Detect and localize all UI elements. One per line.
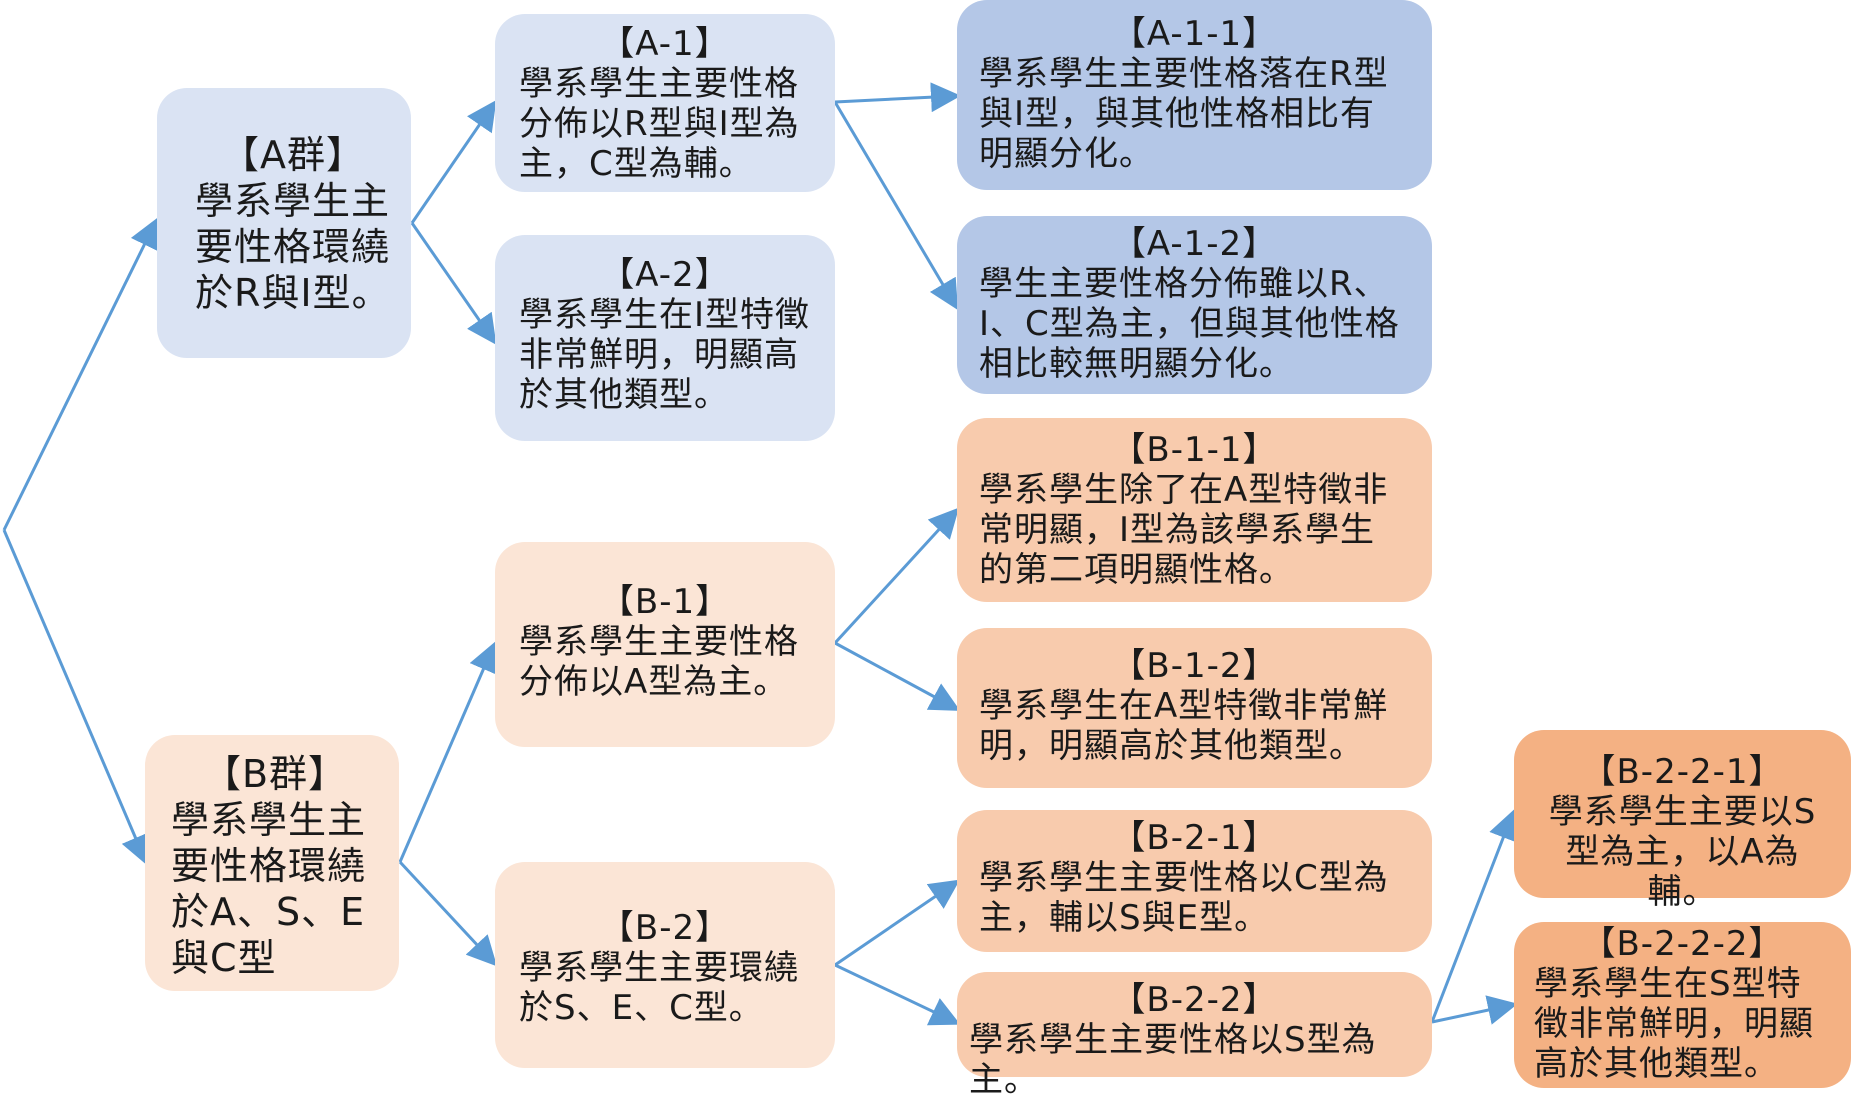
node-b-2-2-2: 【B-2-2-2】 學系學生在S型特徵非常鮮明，明顯高於其他類型。	[1514, 922, 1851, 1088]
node-code: 【A-2】	[600, 255, 730, 295]
node-code: 【B-2-2-1】	[1581, 752, 1784, 792]
node-text: 學系學生主要性格分佈以R型與I型為主，C型為輔。	[519, 64, 800, 184]
node-text: 學系學生在I型特徵非常鮮明，明顯高於其他類型。	[519, 295, 811, 415]
node-a-2: 【A-2】 學系學生在I型特徵非常鮮明，明顯高於其他類型。	[495, 235, 835, 441]
node-code: 【A-1-2】	[1111, 224, 1278, 264]
arrow-root-to-a	[2, 217, 158, 531]
arrow-b1-to-b12	[834, 641, 961, 711]
arrow-a-to-a2	[410, 222, 497, 345]
arrow-b22-to-b222	[1431, 995, 1518, 1025]
node-b-1-1: 【B-1-1】 學系學生除了在A型特徵非常明顯，I型為該學系學生的第二項明顯性格…	[957, 418, 1432, 602]
node-b-2: 【B-2】 學系學生主要環繞於S、E、C型。	[495, 862, 835, 1068]
node-b-group: 【B群】 學系學生主要性格環繞於A、S、E與C型	[145, 735, 399, 991]
node-text: 學系學生主要以S型為主，以A為輔。	[1548, 792, 1817, 912]
node-a-1-2: 【A-1-2】 學生主要性格分佈雖以R、I、C型為主，但與其他性格相比較無明顯分…	[957, 216, 1432, 394]
node-text: 學系學生在S型特徵非常鮮明，明顯高於其他類型。	[1534, 964, 1814, 1084]
node-b-1: 【B-1】 學系學生主要性格分佈以A型為主。	[495, 542, 835, 747]
node-text: 學生主要性格分佈雖以R、I、C型為主，但與其他性格相比較無明顯分化。	[979, 264, 1400, 384]
node-text: 學系學生主要性格環繞於R與I型。	[195, 179, 391, 315]
node-a-1-1: 【A-1-1】 學系學生主要性格落在R型與I型，與其他性格相比有明顯分化。	[957, 0, 1432, 190]
arrow-root-to-b	[2, 529, 150, 866]
node-a-1: 【A-1】 學系學生主要性格分佈以R型與I型為主，C型為輔。	[495, 14, 835, 192]
node-b-2-2-1: 【B-2-2-1】 學系學生主要以S型為主，以A為輔。	[1514, 730, 1851, 912]
node-code: 【B-2-2】	[1111, 980, 1278, 1020]
node-text: 學系學生主要性格落在R型與I型，與其他性格相比有明顯分化。	[979, 54, 1389, 174]
node-text: 學系學生主要環繞於S、E、C型。	[519, 948, 799, 1028]
node-code: 【B-1】	[599, 582, 731, 622]
arrow-b22-to-b221	[1430, 809, 1518, 1023]
arrow-a-to-a1	[410, 100, 497, 224]
arrow-b1-to-b11	[833, 507, 960, 645]
node-code: 【A-1】	[600, 24, 730, 64]
node-code: 【A群】	[221, 133, 365, 177]
node-code: 【B-1-1】	[1111, 430, 1278, 470]
node-text: 學系學生主要性格環繞於A、S、E與C型	[171, 798, 367, 980]
node-b-1-2: 【B-1-2】 學系學生在A型特徵非常鮮明，明顯高於其他類型。	[957, 628, 1432, 788]
arrow-b-to-b1	[398, 641, 498, 863]
node-text: 學系學生主要性格以C型為主，輔以S與E型。	[979, 858, 1389, 938]
node-a-group: 【A群】 學系學生主要性格環繞於R與I型。	[157, 88, 411, 358]
node-b-2-2: 【B-2-2】 學系學生主要性格以S型為主。	[957, 972, 1432, 1100]
node-code: 【B-2-2-2】	[1581, 924, 1784, 964]
node-code: 【B群】	[202, 752, 348, 796]
node-text: 學系學生主要性格以S型為主。	[969, 1020, 1377, 1100]
node-b-2-1: 【B-2-1】 學系學生主要性格以C型為主，輔以S與E型。	[957, 810, 1432, 952]
arrow-a1-to-a12	[833, 101, 959, 311]
node-code: 【A-1-1】	[1111, 14, 1278, 54]
arrow-a1-to-a11	[834, 82, 961, 113]
node-text: 學系學生在A型特徵非常鮮明，明顯高於其他類型。	[979, 686, 1389, 766]
node-text: 學系學生主要性格分佈以A型為主。	[519, 622, 799, 702]
node-code: 【B-2】	[599, 908, 731, 948]
node-code: 【B-2-1】	[1111, 818, 1278, 858]
node-text: 學系學生除了在A型特徵非常明顯，I型為該學系學生的第二項明顯性格。	[979, 470, 1389, 590]
node-code: 【B-1-2】	[1111, 646, 1278, 686]
arrow-b-to-b2	[398, 860, 498, 967]
arrow-b2-to-b21	[834, 879, 960, 967]
arrow-b2-to-b22	[834, 963, 961, 1026]
